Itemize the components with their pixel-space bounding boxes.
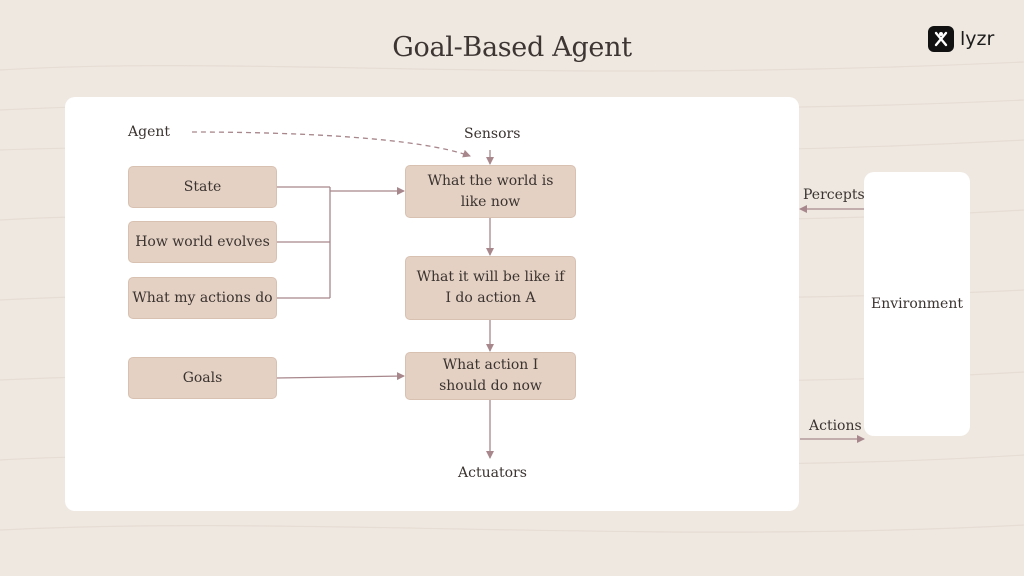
brand-logo: lyzr (908, 14, 1000, 64)
sensors-label: Sensors (464, 126, 521, 142)
goals-box: Goals (128, 357, 277, 399)
world-now-line2: like now (460, 193, 521, 210)
state-box-label: State (183, 178, 222, 195)
what-my-actions-do-box: What my actions do (128, 277, 277, 319)
actions-label: Actions (809, 418, 862, 434)
action-now-line2: should do now (439, 378, 542, 394)
environment-box: Environment (864, 172, 970, 436)
page-title: Goal-Based Agent (392, 32, 632, 63)
logo-text: lyzr (960, 28, 995, 50)
action-now-line1: What action I (442, 357, 539, 373)
goals-label: Goals (182, 369, 223, 386)
action-now-box: What action I should do now (405, 352, 576, 400)
how-world-evolves-box: How world evolves (128, 221, 277, 263)
world-now-line1: What the world is (427, 172, 554, 189)
agent-label: Agent (128, 124, 170, 140)
lyzr-logo-icon (928, 26, 954, 52)
will-be-line1: What it will be like if (416, 269, 565, 285)
world-now-box: What the world is like now (405, 165, 576, 218)
will-be-line2: I do action A (445, 290, 536, 306)
actuators-label: Actuators (458, 465, 527, 481)
how-world-evolves-label: How world evolves (135, 233, 270, 250)
environment-label: Environment (871, 296, 963, 312)
state-box: State (128, 166, 277, 208)
will-be-like-box: What it will be like if I do action A (405, 256, 576, 320)
percepts-label: Percepts (803, 187, 865, 203)
what-my-actions-do-label: What my actions do (132, 289, 273, 306)
